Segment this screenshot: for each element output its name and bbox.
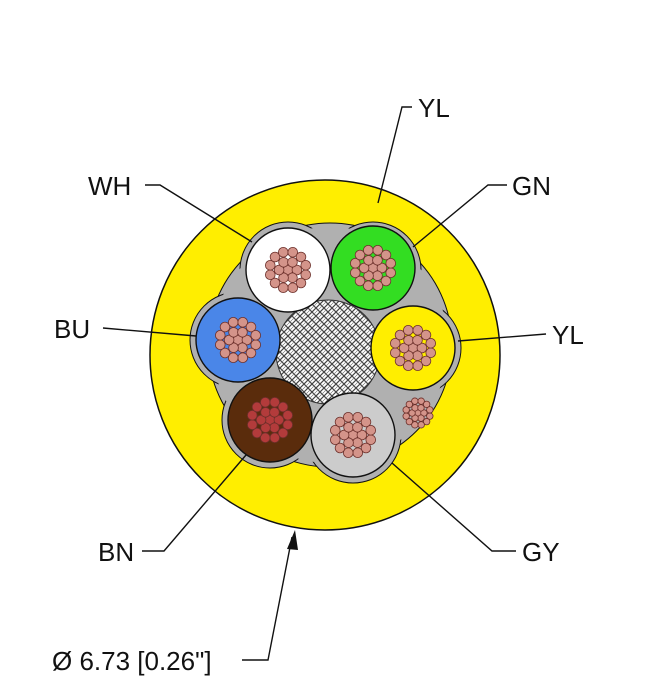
conductor-gray bbox=[310, 392, 396, 478]
label-jacket: YL bbox=[418, 93, 450, 123]
dimension-arrowhead bbox=[287, 530, 298, 550]
conductor-white bbox=[245, 227, 331, 313]
leader-line-jacket bbox=[377, 106, 412, 204]
leader-line-gray bbox=[391, 462, 516, 552]
label-brown: BN bbox=[98, 537, 134, 567]
leader-line-yellow bbox=[457, 333, 547, 342]
leader-line-green bbox=[412, 184, 507, 248]
conductor-brown bbox=[227, 377, 313, 463]
dimension-label: Ø 6.73 [0.26"] bbox=[52, 646, 212, 676]
conductor-yellow bbox=[370, 305, 456, 391]
conductor-blue bbox=[195, 297, 281, 383]
label-yellow: YL bbox=[552, 320, 584, 350]
label-gray: GY bbox=[522, 537, 560, 567]
filler-strand bbox=[402, 397, 434, 429]
leader-line-blue bbox=[102, 327, 197, 337]
leader-line-brown bbox=[142, 454, 247, 552]
conductor-green bbox=[330, 225, 416, 311]
label-green: GN bbox=[512, 171, 551, 201]
label-white: WH bbox=[88, 171, 131, 201]
label-blue: BU bbox=[54, 314, 90, 344]
leader-line-white bbox=[145, 184, 253, 243]
dimension-leader-line bbox=[242, 536, 293, 661]
